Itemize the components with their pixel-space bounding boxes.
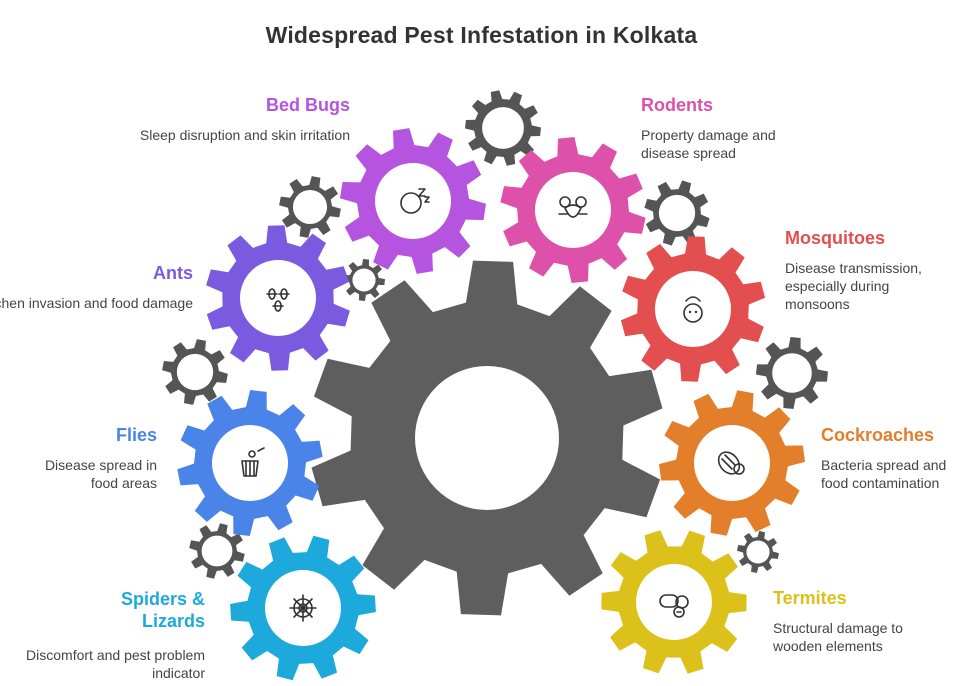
gear-flies	[177, 390, 323, 536]
termite-wood-icon	[659, 594, 689, 618]
small-gear-icon	[343, 259, 385, 301]
pest-desc-rodents: Property damage and disease spread	[641, 127, 776, 161]
ants-icon	[266, 288, 290, 312]
small-gear-icon	[162, 339, 228, 405]
pest-name-flies: Flies	[115, 425, 157, 445]
pest-desc-flies: Disease spread in food areas	[44, 457, 157, 491]
page-title: Widespread Pest Infestation in Kolkata	[265, 22, 698, 48]
gear-bed-bugs	[340, 128, 486, 274]
small-gear-icon	[756, 337, 828, 409]
gear-rodents	[500, 137, 646, 283]
pest-desc-cockroaches: Bacteria spread and food contamination	[821, 457, 947, 491]
label-rodents: Rodents Property damage and disease spre…	[641, 95, 811, 162]
small-gear-icon	[737, 531, 779, 573]
small-gear-icon	[279, 176, 341, 238]
label-mosquitoes: Mosquitoes Disease transmission, especia…	[785, 228, 935, 313]
gear-ants	[206, 225, 350, 371]
label-cockroaches: Cockroaches Bacteria spread and food con…	[821, 425, 961, 492]
small-gear-icon	[465, 90, 541, 166]
pest-desc-bed-bugs: Sleep disruption and skin irritation	[139, 127, 350, 143]
gear-termites	[601, 530, 747, 674]
fly-trash-icon	[241, 447, 265, 477]
label-bed-bugs: Bed Bugs Sleep disruption and skin irrit…	[130, 95, 350, 144]
pest-name-termites: Termites	[773, 588, 847, 608]
mosquito-icon	[683, 296, 703, 323]
pest-name-spiders-lizards: Spiders & Lizards	[120, 589, 205, 631]
cockroach-icon	[717, 451, 745, 475]
pest-name-mosquitoes: Mosquitoes	[785, 228, 886, 248]
label-flies: Flies Disease spread in food areas	[0, 425, 157, 492]
label-termites: Termites Structural damage to wooden ele…	[773, 588, 933, 655]
pest-name-rodents: Rodents	[641, 95, 713, 115]
sleep-icon	[400, 188, 430, 214]
pest-name-ants: Ants	[153, 263, 193, 283]
label-spiders-lizards: Spiders & Lizards Discomfort and pest pr…	[0, 588, 205, 682]
small-gear-icon	[189, 523, 245, 579]
pest-name-cockroaches: Cockroaches	[821, 425, 935, 445]
pest-name-bed-bugs: Bed Bugs	[265, 95, 350, 115]
spider-web-icon	[289, 594, 317, 622]
gear-mosquitoes	[620, 236, 766, 382]
gear-cockroaches	[659, 390, 805, 536]
pest-desc-ants: Kitchen invasion and food damage	[0, 295, 193, 311]
pest-desc-spiders-lizards: Discomfort and pest problem indicator	[26, 647, 205, 681]
rat-icon	[558, 196, 588, 218]
small-gear-icon	[644, 180, 710, 246]
pest-desc-mosquitoes: Disease transmission, especially during …	[785, 260, 922, 312]
gear-spiders-lizards	[230, 535, 376, 681]
pest-desc-termites: Structural damage to wooden elements	[773, 620, 903, 654]
label-ants: Ants Kitchen invasion and food damage	[0, 263, 193, 312]
center-gear-icon	[311, 260, 663, 616]
